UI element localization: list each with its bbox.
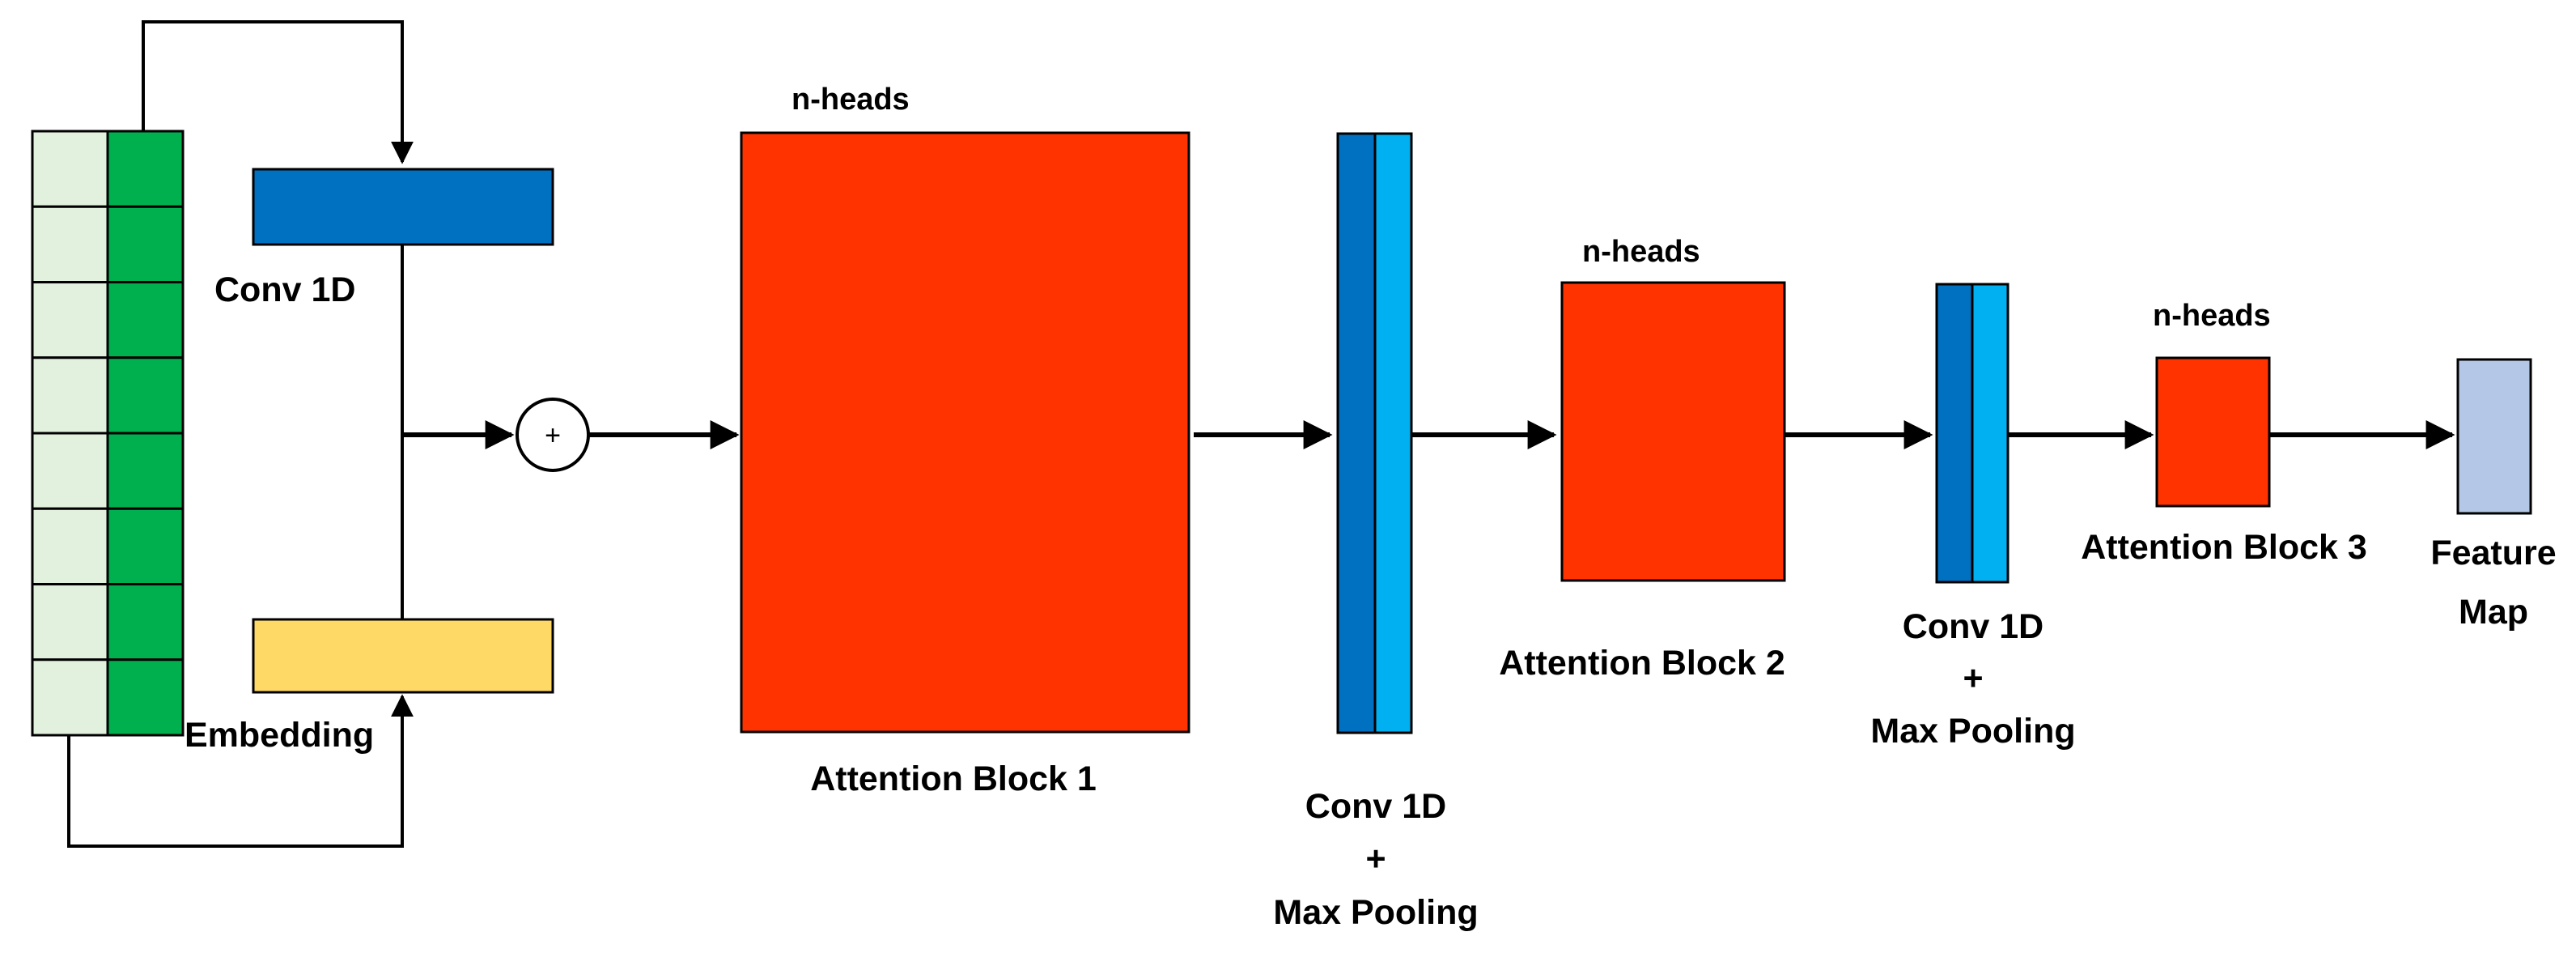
attention-block-3-label: Attention Block 3 bbox=[2081, 528, 2367, 567]
input-to-embedding-connector bbox=[67, 694, 414, 848]
input-token-cell-light bbox=[31, 658, 109, 737]
conv-pool-1-label-line3: Max Pooling bbox=[1273, 893, 1478, 932]
conv-pool-2-label-line1: Conv 1D bbox=[1903, 607, 2043, 646]
input-token-cell-light bbox=[31, 356, 109, 435]
input-token-cell-green bbox=[106, 356, 185, 435]
attention-1-heads-label: n-heads bbox=[791, 83, 910, 117]
input-to-conv-connector bbox=[142, 20, 414, 164]
input-token-cell-light bbox=[31, 507, 109, 585]
sum-node-symbol: + bbox=[545, 420, 561, 451]
conv1d-input-label: Conv 1D bbox=[214, 270, 355, 309]
input-token-cell-green bbox=[106, 583, 185, 662]
attention-block-1 bbox=[740, 131, 1190, 734]
attention-block-2-label: Attention Block 2 bbox=[1499, 644, 1785, 683]
feature-map-label-line1: Feature bbox=[2430, 534, 2556, 572]
input-token-cell-green bbox=[106, 432, 185, 510]
conv-pool-2-dark bbox=[1935, 283, 1974, 584]
input-token-cell-green bbox=[106, 205, 185, 283]
feature-map-label-line2: Map bbox=[2459, 593, 2528, 632]
input-token-cell-light bbox=[31, 583, 109, 662]
input-token-cell-light bbox=[31, 205, 109, 283]
conv-pool-1-dark bbox=[1336, 132, 1377, 734]
conv-pool-2-light bbox=[1971, 283, 2009, 584]
conv-pool-2-label-line2: + bbox=[1963, 659, 1983, 698]
conv-pool-1-label-line1: Conv 1D bbox=[1305, 787, 1446, 826]
feature-map-block bbox=[2456, 358, 2532, 515]
embedding-label: Embedding bbox=[185, 716, 374, 755]
input-token-cell-light bbox=[31, 432, 109, 510]
attention-3-heads-label: n-heads bbox=[2153, 299, 2271, 333]
input-token-cell-green bbox=[106, 658, 185, 737]
attention-block-2 bbox=[1560, 281, 1786, 582]
input-token-column bbox=[31, 130, 185, 737]
attention-block-3 bbox=[2155, 356, 2271, 508]
input-token-cell-green bbox=[106, 281, 185, 360]
conv1d-input-block bbox=[252, 168, 554, 246]
conv-pool-2-label-line3: Max Pooling bbox=[1870, 712, 2075, 751]
input-token-cell-green bbox=[106, 130, 185, 208]
input-token-cell-light bbox=[31, 281, 109, 360]
conv-pool-1-label-line2: + bbox=[1365, 840, 1386, 879]
conv-pool-1-light bbox=[1373, 132, 1413, 734]
input-token-cell-green bbox=[106, 507, 185, 585]
input-token-cell-light bbox=[31, 130, 109, 208]
attention-block-1-label: Attention Block 1 bbox=[810, 759, 1097, 798]
attention-2-heads-label: n-heads bbox=[1582, 235, 1700, 269]
embedding-block bbox=[252, 618, 554, 694]
